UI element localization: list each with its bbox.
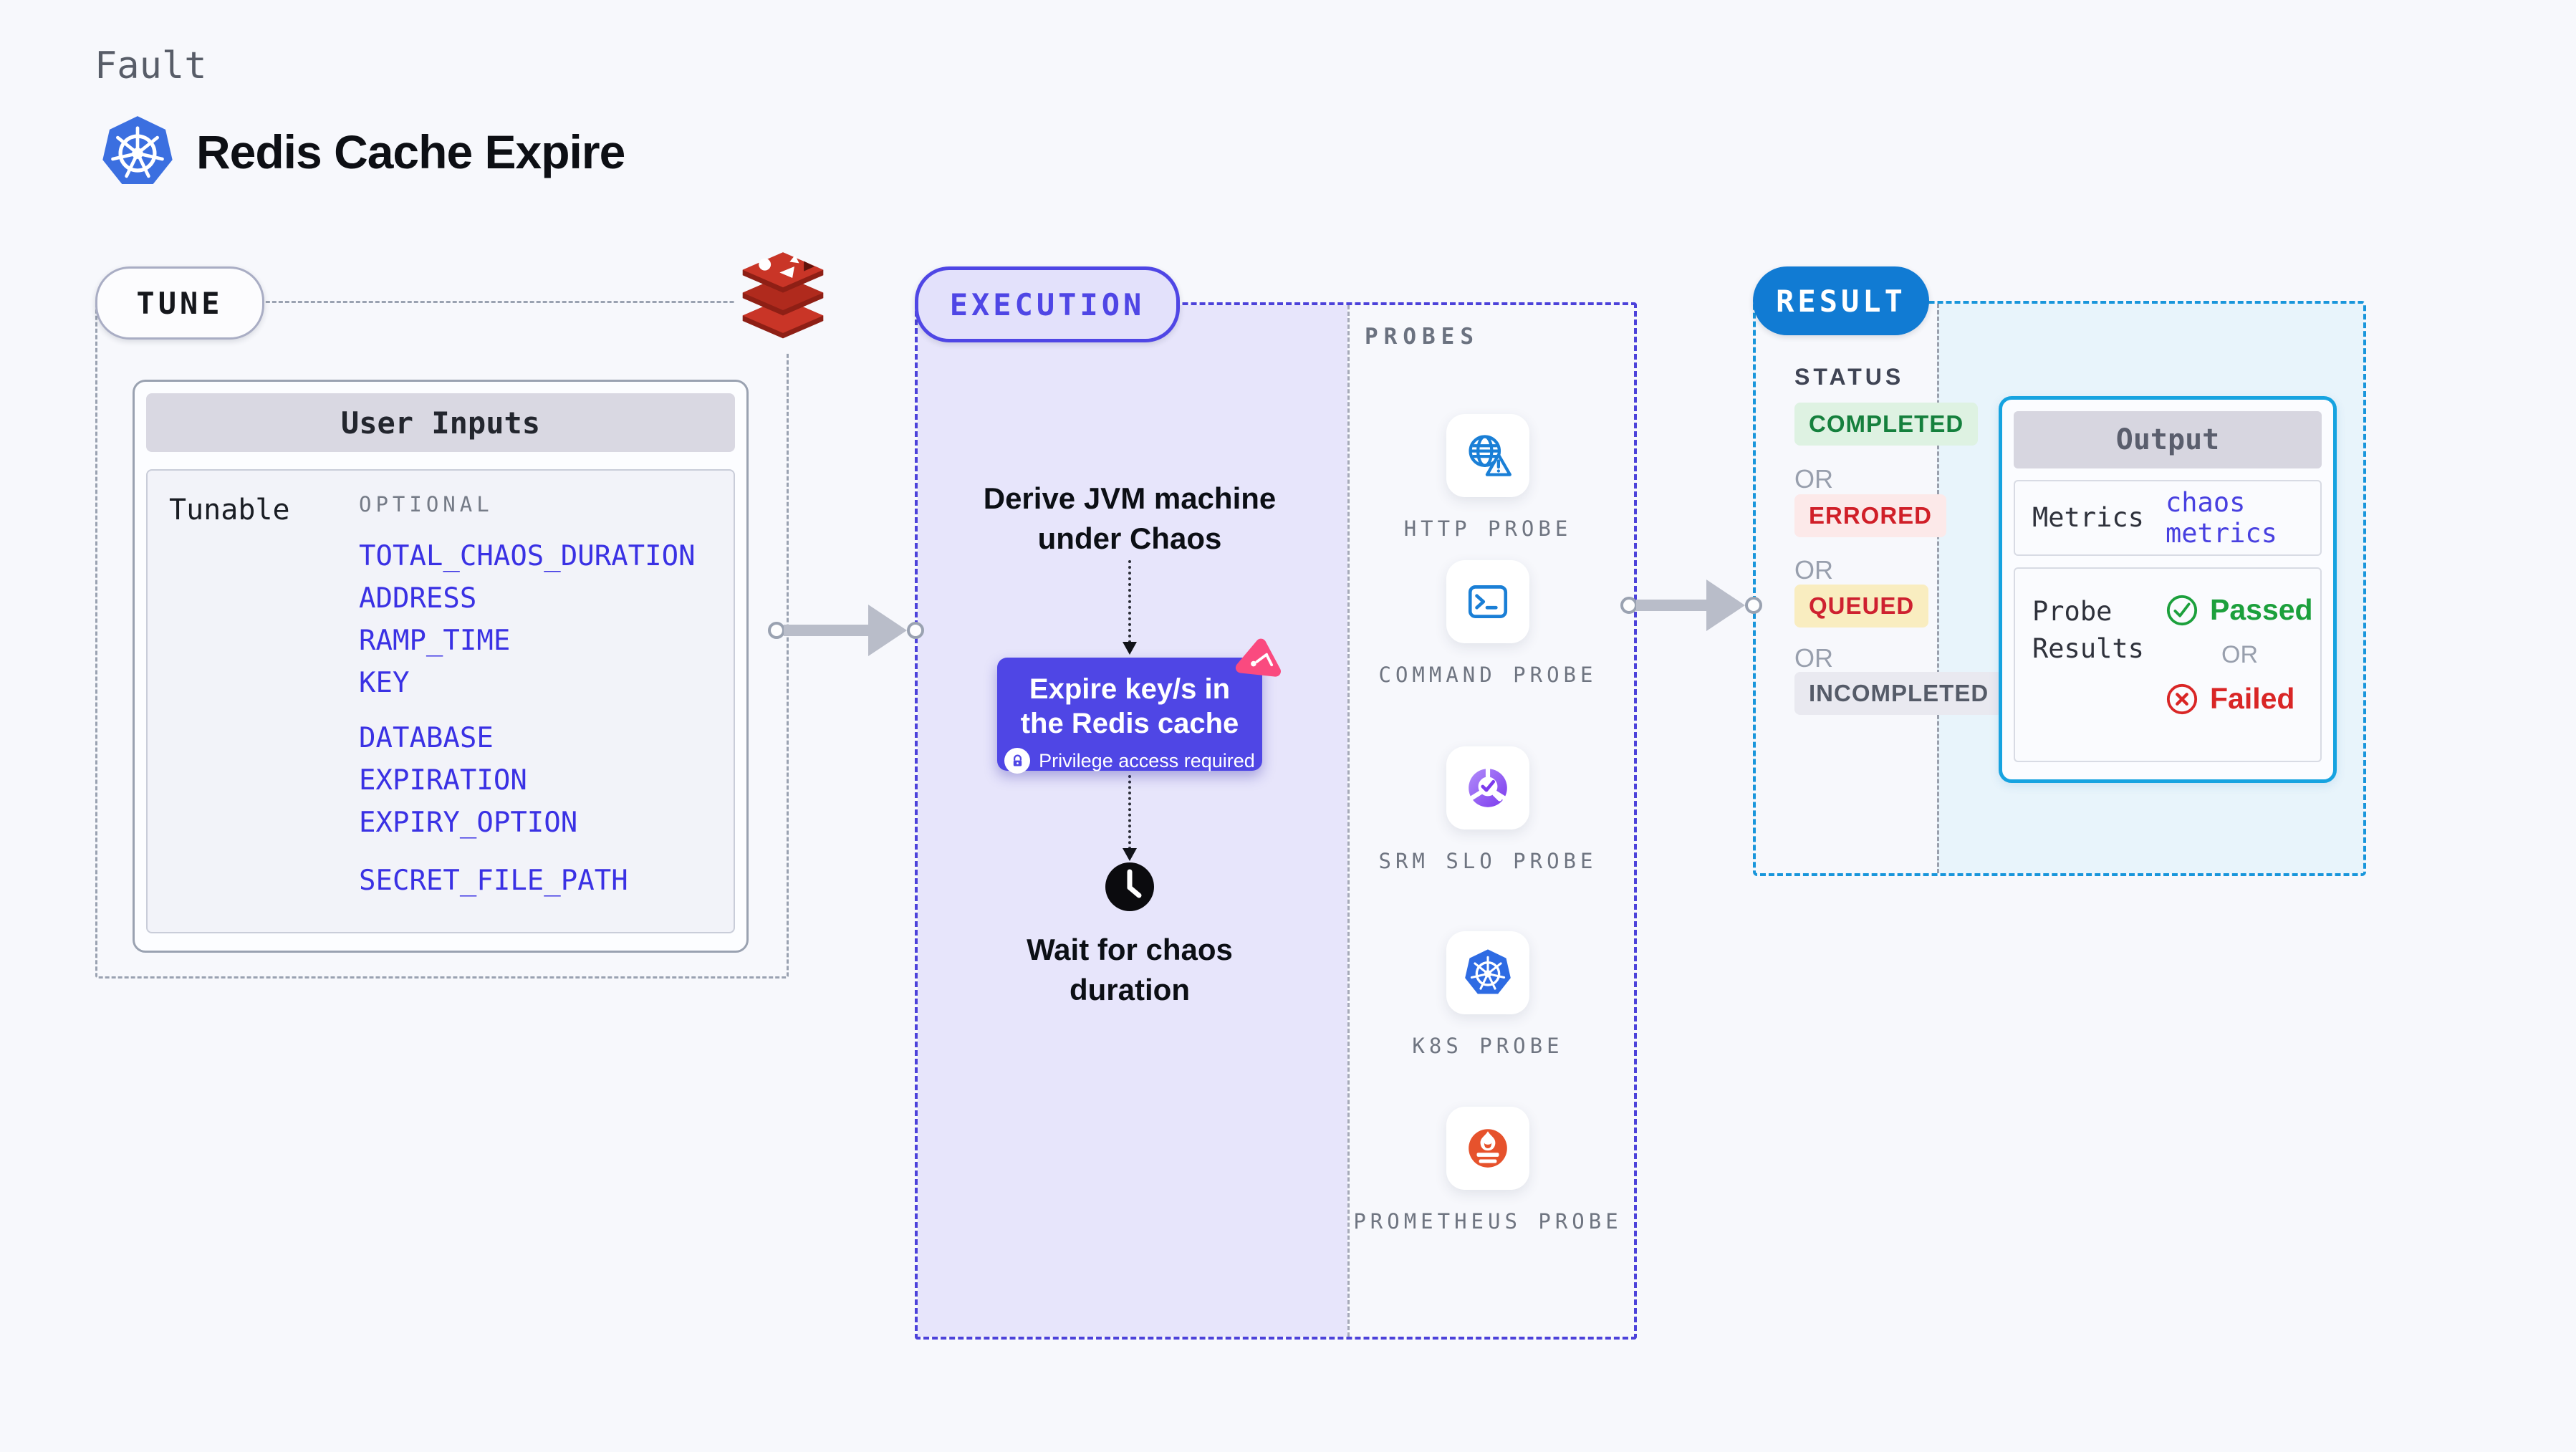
input-token: RAMP_TIME [359,625,511,657]
tune-pill: TUNE [95,266,264,340]
slo-donut-icon [1469,768,1507,807]
tune-section-box [95,301,789,979]
connector-dot [1745,597,1762,614]
probe-label: COMMAND PROBE [1378,663,1597,687]
wait-step-text: Wait for chaos duration [1027,933,1233,1006]
lock-icon [1004,748,1031,774]
probe-item-command: COMMAND PROBE [1345,560,1631,691]
user-inputs-title: User Inputs [146,393,735,452]
execution-section-box [915,302,1637,1340]
probes-panel [1347,305,1634,1337]
kubernetes-icon [1465,949,1511,994]
globe-alert-icon [1469,435,1512,476]
litmus-chaos-icon [1229,629,1289,689]
execution-pill: EXECUTION [915,266,1180,342]
status-badge-incompleted: INCOMPLETED [1794,672,2004,715]
arrow-down-icon [1123,848,1137,861]
privilege-note: Privilege access required [1039,749,1255,771]
input-token: TOTAL_CHAOS_DURATION [359,540,696,572]
or-separator: OR [2221,641,2258,668]
probe-label: K8S PROBE [1412,1034,1564,1058]
chaos-action-box: Expire key/s in the Redis cache Privileg… [997,638,1281,774]
tunable-label: Tunable [169,494,290,527]
status-label: STATUS [1794,364,1905,390]
input-token: DATABASE [359,722,494,754]
user-inputs-card: User Inputs Tunable OPTIONAL TOTAL_CHAOS… [133,380,749,953]
execution-flow-area [918,305,1347,1337]
connector-dot [907,622,924,639]
arrow-execution-to-result [1620,577,1762,634]
arrow-shaft [1636,600,1708,611]
connector-dot [768,622,785,639]
input-token: EXPIRATION [359,764,527,797]
probe-item-http: HTTP PROBE [1345,414,1631,544]
dotted-connector [1123,560,1137,655]
page-title: Redis Cache Expire [196,125,625,178]
arrow-head [1706,580,1745,631]
metrics-row: Metrics chaos metrics [2014,480,2322,556]
dotted-connector [1123,775,1137,861]
x-circle-icon [2166,683,2198,714]
probe-item-srm-slo: SRM SLO PROBE [1345,746,1631,877]
arrow-shaft [784,625,870,636]
probe-card [1446,560,1529,643]
result-pill: RESULT [1753,266,1929,335]
fault-kicker: Fault [95,44,207,87]
probe-results-label: Probe Results [2032,596,2144,664]
or-separator: OR [1794,464,1833,494]
metrics-value: chaos metrics [2166,487,2277,549]
probe-item-prometheus: PROMETHEUS PROBE [1345,1107,1631,1237]
failed-label: Failed [2210,682,2295,715]
arrow-down-icon [1123,642,1137,655]
probe-label: HTTP PROBE [1403,516,1572,541]
probes-panel-label: PROBES [1365,324,1479,350]
or-separator: OR [1794,555,1833,585]
check-circle-icon [2166,595,2198,625]
input-token: ADDRESS [359,582,477,615]
probe-card [1446,746,1529,830]
output-card: Output Metrics chaos metrics Probe Resul… [1999,396,2337,783]
clock-icon [1104,861,1155,913]
kubernetes-icon [100,115,175,189]
input-group: TOTAL_CHAOS_DURATION ADDRESS RAMP_TIME K… [359,535,696,704]
probe-item-k8s: K8S PROBE [1345,931,1631,1062]
input-group: SECRET_FILE_PATH [359,860,696,902]
prometheus-icon [1469,1129,1507,1168]
probe-results-row: Probe Results Passed OR [2014,567,2322,762]
probe-card [1446,414,1529,497]
input-token: SECRET_FILE_PATH [359,865,628,897]
redis-icon [735,249,840,352]
output-title: Output [2014,411,2322,468]
or-separator: OR [1794,643,1833,673]
input-token: KEY [359,667,410,699]
arrow-tune-to-execution [768,602,924,659]
probe-label: PROMETHEUS PROBE [1353,1209,1623,1234]
probe-label: SRM SLO PROBE [1378,849,1597,873]
status-badge-completed: COMPLETED [1794,403,1979,446]
connector-dot [1620,597,1638,614]
chaos-action-title: Expire key/s in the Redis cache [1020,673,1239,739]
derive-step-text: Derive JVM machine under Chaos [983,481,1277,555]
metrics-label: Metrics [2032,502,2144,533]
optional-label: OPTIONAL [359,492,494,516]
status-badge-errored: ERRORED [1794,494,1947,537]
terminal-icon [1468,585,1508,618]
status-badge-queued: QUEUED [1794,585,1929,628]
passed-label: Passed [2210,593,2313,626]
arrow-head [868,605,907,656]
input-group: DATABASE EXPIRATION EXPIRY_OPTION [359,717,696,844]
probe-card [1446,931,1529,1014]
tunable-panel: Tunable OPTIONAL TOTAL_CHAOS_DURATION AD… [146,469,735,933]
probe-card [1446,1107,1529,1190]
input-token: EXPIRY_OPTION [359,807,578,839]
